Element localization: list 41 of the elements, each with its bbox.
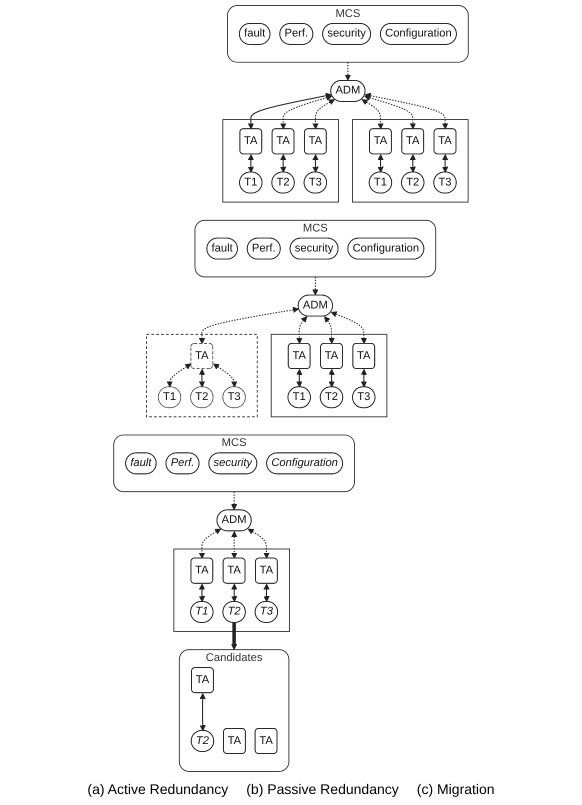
arrow	[362, 99, 384, 130]
arrow	[263, 584, 270, 602]
cluster	[173, 548, 290, 632]
arrow	[231, 584, 238, 602]
arrow	[360, 368, 367, 388]
arrow	[231, 531, 238, 559]
arrow	[200, 693, 206, 732]
arrow	[198, 306, 299, 344]
arrow	[344, 62, 351, 81]
arrow	[166, 364, 192, 388]
cluster	[270, 334, 388, 418]
panel-caption: (c) Migration	[416, 781, 495, 797]
arrow	[312, 154, 319, 173]
cluster	[222, 119, 339, 203]
arrow	[328, 368, 335, 388]
arrow	[248, 92, 332, 130]
arrow	[364, 92, 448, 130]
arrow	[198, 584, 206, 602]
arrow	[324, 316, 335, 344]
arrow	[280, 94, 332, 130]
arrow	[198, 528, 222, 559]
arrow	[248, 154, 254, 173]
arrow	[248, 528, 270, 559]
arrow	[312, 276, 318, 296]
panel-caption: (a) Active Redundancy	[87, 781, 228, 797]
arrow	[442, 154, 448, 173]
arrow	[410, 154, 416, 173]
arrow	[280, 154, 286, 173]
arrow	[377, 154, 384, 173]
arrow	[296, 368, 302, 388]
cluster	[352, 119, 469, 203]
arrow	[296, 316, 308, 344]
cluster	[146, 334, 258, 418]
arrow	[213, 364, 238, 388]
arrow	[330, 311, 367, 344]
arrow	[198, 368, 206, 388]
arrow	[364, 94, 416, 130]
arrow	[231, 492, 238, 510]
arrow	[312, 99, 335, 130]
arrow	[231, 622, 238, 650]
panel-caption: (b) Passive Redundancy	[246, 781, 399, 797]
